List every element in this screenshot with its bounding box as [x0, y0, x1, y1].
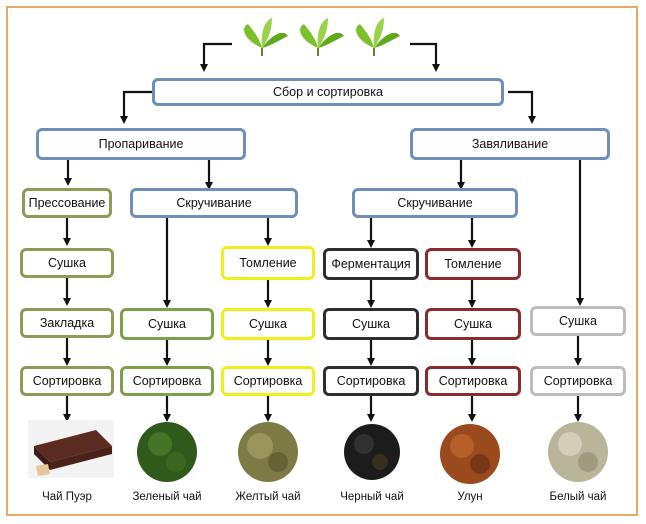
- node-label: Сушка: [47, 256, 86, 270]
- node-zakladka: Закладка: [20, 308, 114, 338]
- node-label: Скручивание: [176, 196, 252, 210]
- node-drying-yellow: Сушка: [221, 308, 315, 340]
- puer-brick-image: [28, 420, 114, 478]
- node-sort-puer: Сортировка: [20, 366, 114, 396]
- node-sort-white: Сортировка: [530, 366, 626, 396]
- node-label: Скручивание: [397, 196, 473, 210]
- tea-label-white: Белый чай: [549, 491, 607, 503]
- node-label: Сортировка: [233, 374, 303, 388]
- node-label: Сушка: [248, 317, 287, 331]
- yellow-tea-image: [238, 422, 298, 482]
- node-sort-yellow: Сортировка: [221, 366, 315, 396]
- node-fermentation: Ферментация: [323, 248, 419, 280]
- black-tea-image: [344, 424, 400, 480]
- oolong-tea-image: [440, 424, 500, 484]
- node-label: Сортировка: [336, 374, 406, 388]
- node-label: Томление: [239, 256, 297, 270]
- node-label: Сортировка: [32, 374, 102, 388]
- node-label: Сушка: [558, 314, 597, 328]
- node-tomlenie-oolong: Томление: [425, 248, 521, 280]
- node-label: Сортировка: [438, 374, 508, 388]
- node-pressing: Прессование: [22, 188, 112, 218]
- diagram-frame: [6, 6, 638, 516]
- node-drying-white: Сушка: [530, 306, 626, 336]
- node-drying-oolong: Сушка: [425, 308, 521, 340]
- arrow-to-steaming: [120, 90, 152, 124]
- green-tea-image: [137, 422, 197, 482]
- node-label: Сбор и сортировка: [273, 85, 383, 99]
- tea-label-oolong: Улун: [457, 491, 483, 503]
- tea-leaves-icon: [244, 18, 400, 56]
- node-label: Ферментация: [331, 257, 411, 271]
- node-label: Сортировка: [132, 374, 202, 388]
- node-label: Сушка: [351, 317, 390, 331]
- tea-label-puer: Чай Пуэр: [42, 491, 92, 503]
- node-label: Прессование: [28, 196, 106, 210]
- white-tea-image: [548, 422, 608, 482]
- node-label: Томление: [444, 257, 502, 271]
- node-withering: Завяливание: [410, 128, 610, 160]
- node-steaming: Пропаривание: [36, 128, 246, 160]
- node-label: Завяливание: [471, 137, 549, 151]
- node-label: Сушка: [147, 317, 186, 331]
- arrow-leaves-right: [410, 42, 440, 72]
- node-collect-sort: Сбор и сортировка: [152, 78, 504, 106]
- node-rolling-left: Скручивание: [130, 188, 298, 218]
- arrow-to-withering: [508, 90, 536, 124]
- node-label: Сушка: [453, 317, 492, 331]
- node-drying-green: Сушка: [120, 308, 214, 340]
- node-label: Закладка: [39, 316, 95, 330]
- arrow-leaves-left: [200, 42, 232, 72]
- node-sort-oolong: Сортировка: [425, 366, 521, 396]
- tea-label-green: Зеленый чай: [132, 491, 202, 503]
- node-label: Сортировка: [543, 374, 613, 388]
- node-rolling-right: Скручивание: [352, 188, 518, 218]
- node-sort-black: Сортировка: [323, 366, 419, 396]
- node-sort-green: Сортировка: [120, 366, 214, 396]
- tea-label-yellow: Желтый чай: [235, 491, 301, 503]
- tea-label-black: Черный чай: [340, 491, 404, 503]
- node-tomlenie-yellow: Томление: [221, 246, 315, 280]
- node-label: Пропаривание: [98, 137, 184, 151]
- node-drying-puer: Сушка: [20, 248, 114, 278]
- node-drying-black: Сушка: [323, 308, 419, 340]
